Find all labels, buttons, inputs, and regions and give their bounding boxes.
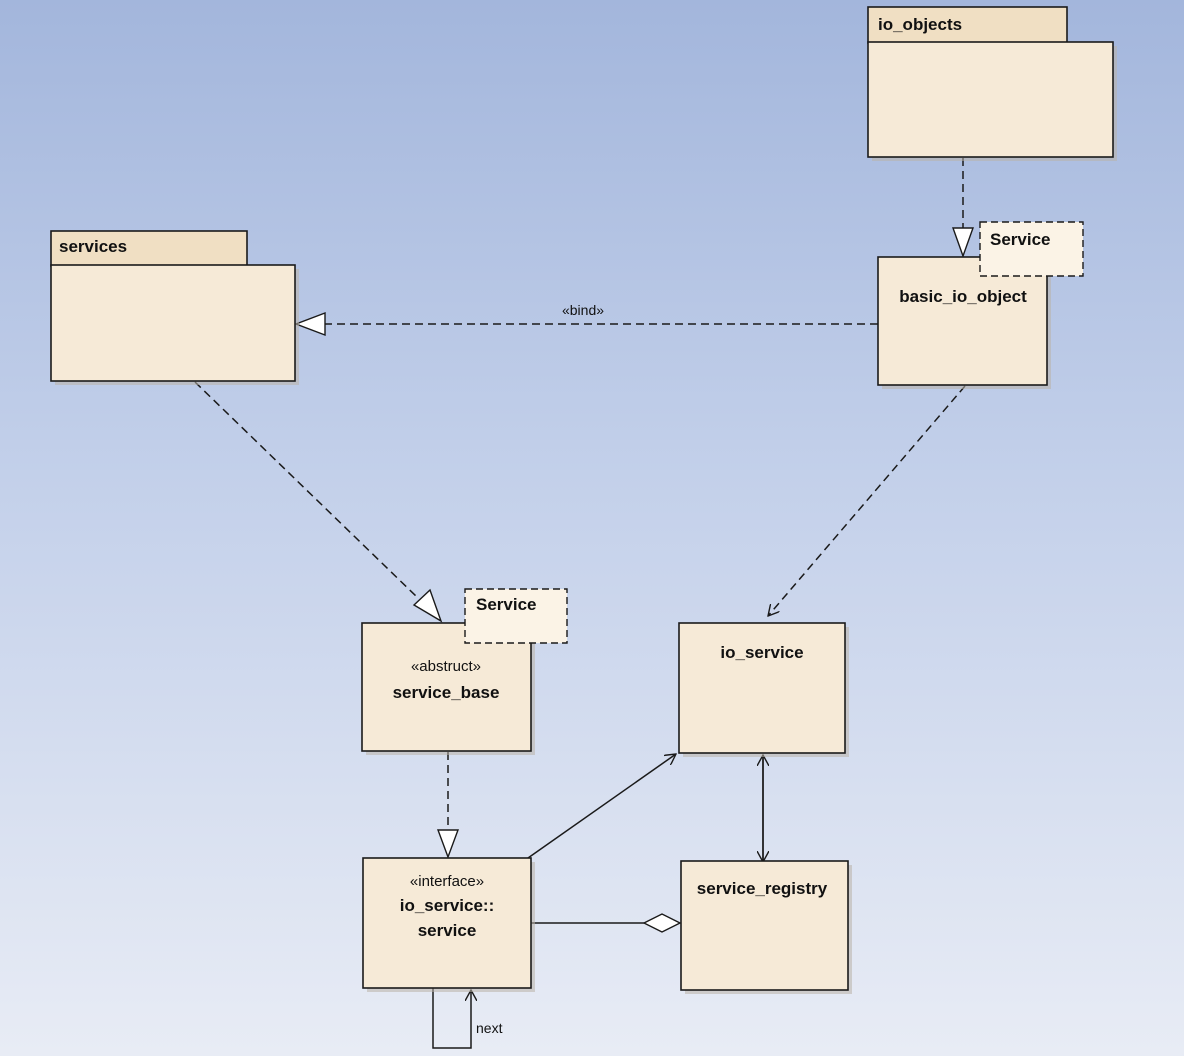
class-name: service_base: [393, 683, 500, 702]
package-tab: [50, 230, 248, 267]
class-io-service[interactable]: io_service: [678, 622, 849, 757]
package-body: [50, 264, 296, 382]
bind-arrowhead: [294, 311, 326, 337]
class-body: [877, 256, 1048, 386]
class-body: [680, 860, 849, 991]
connectors: «bind» next: [194, 158, 974, 1049]
class-service-registry[interactable]: service_registry: [680, 860, 852, 994]
class-name-line-1: io_service::: [400, 896, 495, 915]
class-stereotype: «abstruct»: [411, 658, 481, 675]
association-line-io-service[interactable]: [527, 754, 676, 859]
realization-arrowhead: [436, 829, 460, 860]
realization-arrowhead: [952, 227, 974, 259]
self-association-line[interactable]: [432, 988, 471, 1049]
class-body: [678, 622, 846, 754]
class-basic-io-object[interactable]: Service basic_io_object: [877, 221, 1084, 389]
bind-label: «bind»: [562, 302, 604, 318]
package-body: [867, 41, 1114, 158]
template-parameter: Service: [476, 595, 537, 614]
next-label: next: [476, 1020, 503, 1036]
class-name: basic_io_object: [899, 287, 1027, 306]
template-parameter-box: [464, 588, 568, 644]
class-name-line-2: service: [418, 921, 477, 940]
class-body: [361, 622, 532, 752]
class-name: service_registry: [697, 879, 828, 898]
package-name: services: [59, 237, 127, 256]
package-services[interactable]: services: [50, 230, 299, 385]
aggregation-diamond: [642, 913, 682, 933]
template-parameter: Service: [990, 230, 1051, 249]
dependency-line-io-service[interactable]: [768, 385, 966, 616]
class-name: io_service: [720, 643, 803, 662]
class-stereotype: «interface»: [410, 873, 484, 890]
template-parameter-box: [979, 221, 1084, 277]
class-body: [362, 857, 532, 989]
class-io-service-service[interactable]: «interface» io_service:: service: [362, 857, 535, 992]
package-io-objects[interactable]: io_objects: [867, 6, 1117, 161]
realization-line-services[interactable]: [194, 381, 419, 599]
class-service-base[interactable]: Service «abstruct» service_base: [361, 588, 568, 755]
realization-arrowhead: [412, 588, 443, 623]
package-name: io_objects: [878, 15, 962, 34]
